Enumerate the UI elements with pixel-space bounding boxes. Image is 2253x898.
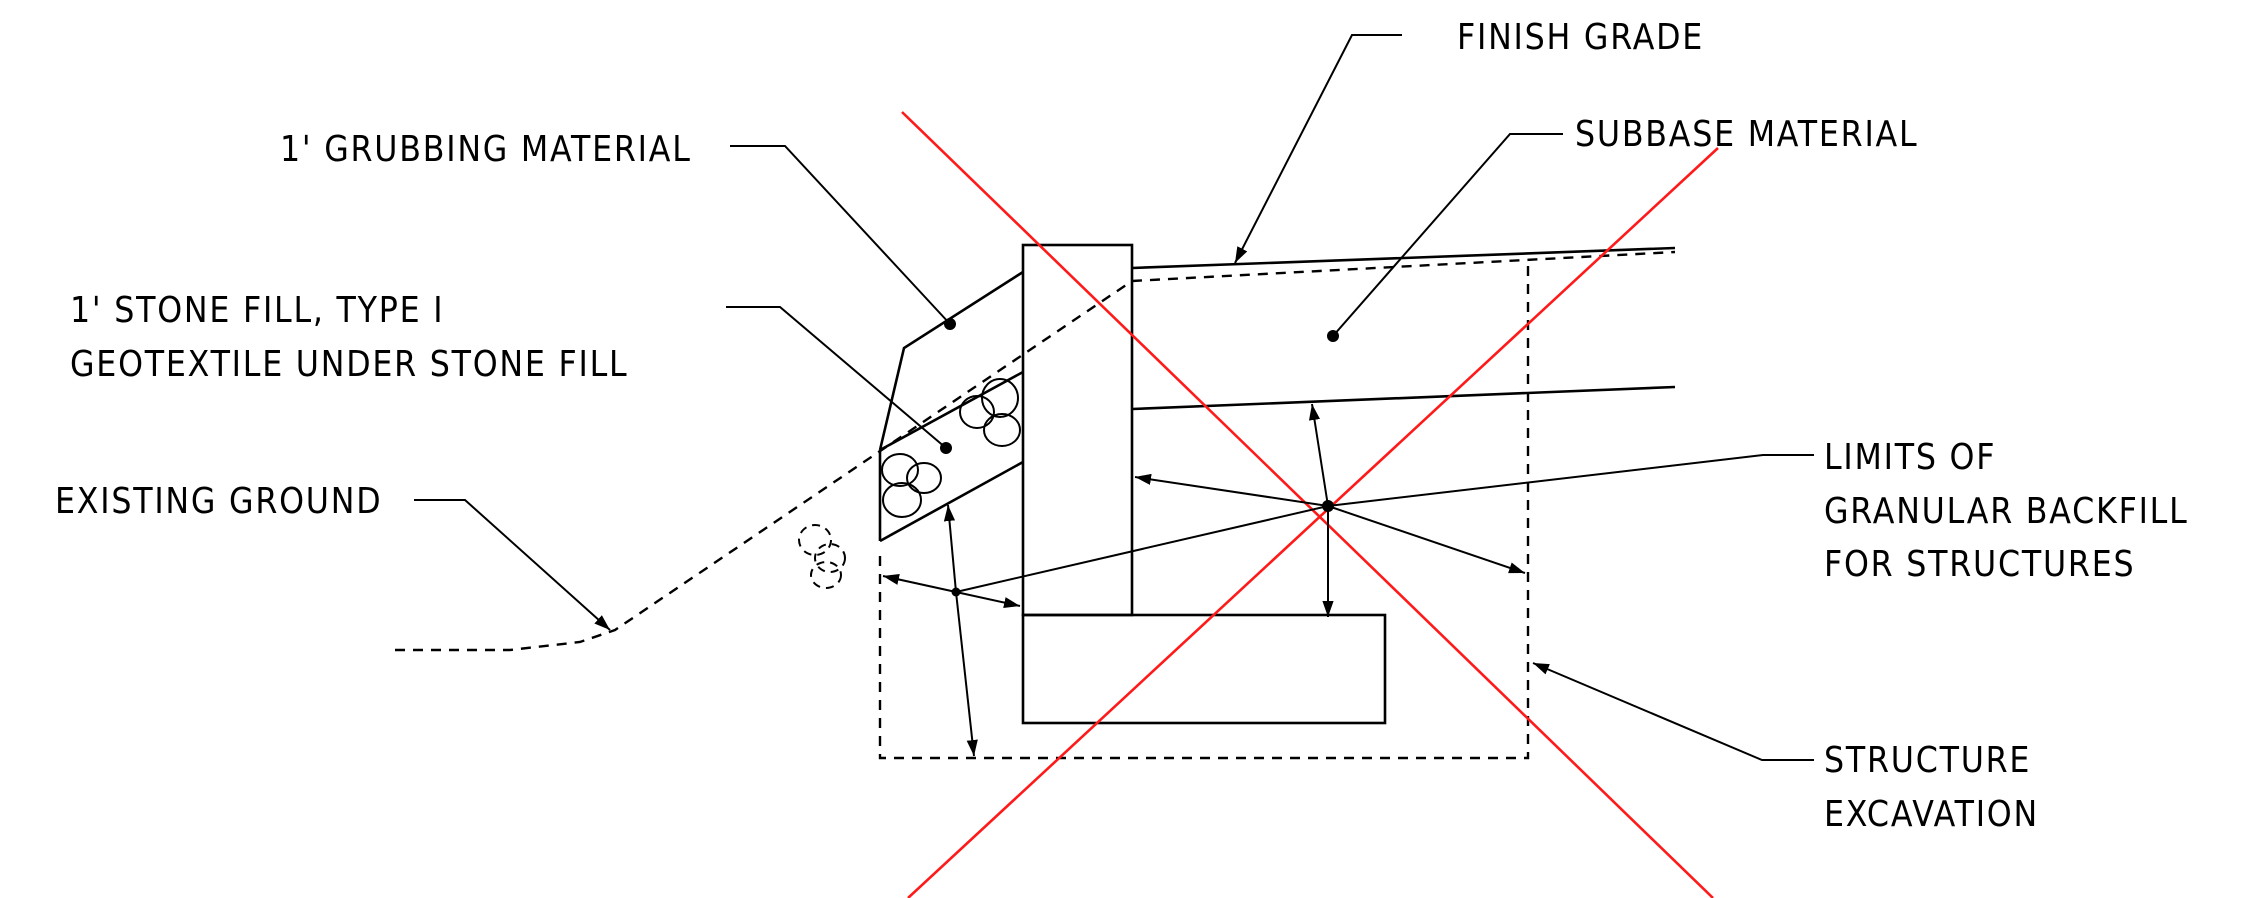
- stone-fill-band-bottom: [879, 460, 1024, 543]
- label-subbase-material: SUBBASE MATERIAL: [1575, 114, 1919, 155]
- subbase-top-dashed-line: [1131, 250, 1676, 283]
- label-stone-fill: 1' STONE FILL, TYPE I: [70, 290, 445, 331]
- grubbing-material-outline: [878, 270, 1024, 451]
- stone-fill-stones: [881, 378, 1021, 518]
- label-structure-line1: STRUCTURE: [1824, 740, 2032, 781]
- leader-finish-grade: [1234, 34, 1402, 264]
- limit-arrow-to-stem: [1134, 473, 1329, 507]
- limit-arrow-left-to-box: [882, 573, 957, 593]
- void-cross-line-1: [901, 111, 1714, 898]
- leader-subbase-material: [1332, 133, 1563, 337]
- limit-arrow-up: [1308, 403, 1329, 507]
- label-limits-line2: GRANULAR BACKFILL: [1824, 491, 2189, 532]
- label-finish-grade: FINISH GRADE: [1457, 17, 1705, 58]
- leader-structure-excavation: [1532, 662, 1814, 761]
- wall-footing: [1021, 613, 1387, 725]
- structure-excavation-boundary: [878, 262, 1530, 760]
- wall-stem: [1021, 243, 1134, 617]
- finish-grade-line: [1131, 246, 1676, 270]
- existing-ground-line: [395, 280, 1133, 652]
- leader-limits-backfill: [1327, 454, 1814, 507]
- label-grubbing-material: 1' GRUBBING MATERIAL: [280, 129, 692, 170]
- limit-arrow-left-to-footing: [955, 591, 1021, 609]
- stone-fill-band-top: [879, 370, 1024, 452]
- leader-stone-fill: [726, 306, 947, 449]
- subbase-bottom-line: [1131, 385, 1676, 411]
- grubbing-point: [944, 318, 956, 330]
- leader-existing-ground: [414, 499, 611, 631]
- limit-line-to-left-point: [955, 505, 1329, 593]
- label-existing-ground: EXISTING GROUND: [55, 481, 383, 522]
- dashed-stones: [798, 524, 846, 589]
- label-limits-line3: FOR STRUCTURES: [1824, 544, 2136, 585]
- limit-arrow-left-up: [943, 504, 957, 593]
- stone-fill-point: [940, 442, 952, 454]
- limit-arrow-right: [1327, 505, 1526, 574]
- subbase-point: [1327, 330, 1339, 342]
- label-structure-line2: EXCAVATION: [1824, 794, 2039, 835]
- label-geotextile: GEOTEXTILE UNDER STONE FILL: [70, 344, 629, 385]
- label-limits-line1: LIMITS OF: [1824, 437, 1997, 478]
- leader-grubbing-material: [730, 145, 951, 325]
- limit-arrow-left-down: [955, 591, 978, 757]
- void-cross-line-2: [907, 147, 1719, 898]
